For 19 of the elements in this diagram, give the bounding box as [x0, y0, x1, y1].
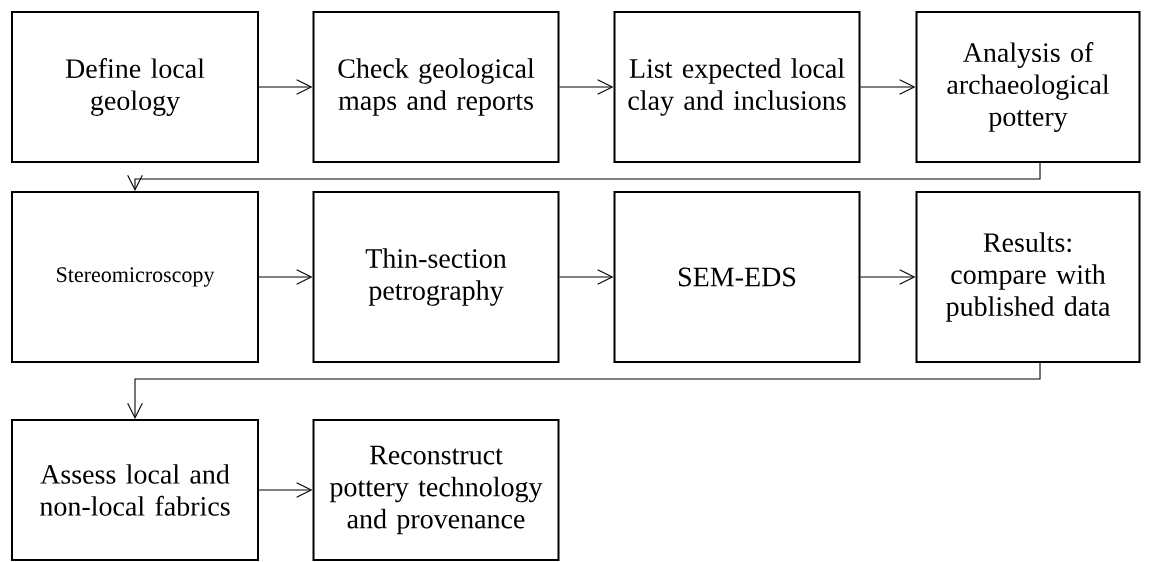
process-box: SEM-EDS — [613, 191, 861, 363]
arrow — [258, 269, 313, 285]
arrow — [127, 162, 1041, 191]
process-box: Check geological maps and reports — [312, 11, 560, 163]
arrow — [859, 79, 916, 95]
process-box: Stereomicroscopy — [11, 191, 259, 363]
arrow — [127, 362, 1041, 419]
arrow — [558, 269, 614, 285]
arrow — [859, 269, 916, 285]
arrow — [258, 79, 313, 95]
process-box: Define local geology — [11, 11, 259, 163]
process-box: Thin-section petrography — [312, 191, 560, 363]
process-box: List expected local clay and inclusions — [613, 11, 861, 163]
process-box: Reconstruct pottery technology and provenance — [312, 419, 560, 561]
arrow — [258, 482, 313, 498]
process-box: Analysis of archaeological pottery — [915, 11, 1141, 163]
process-box: Results: compare with published data — [915, 191, 1141, 363]
process-box: Assess local and non-local fabrics — [11, 419, 259, 561]
arrow — [558, 79, 614, 95]
